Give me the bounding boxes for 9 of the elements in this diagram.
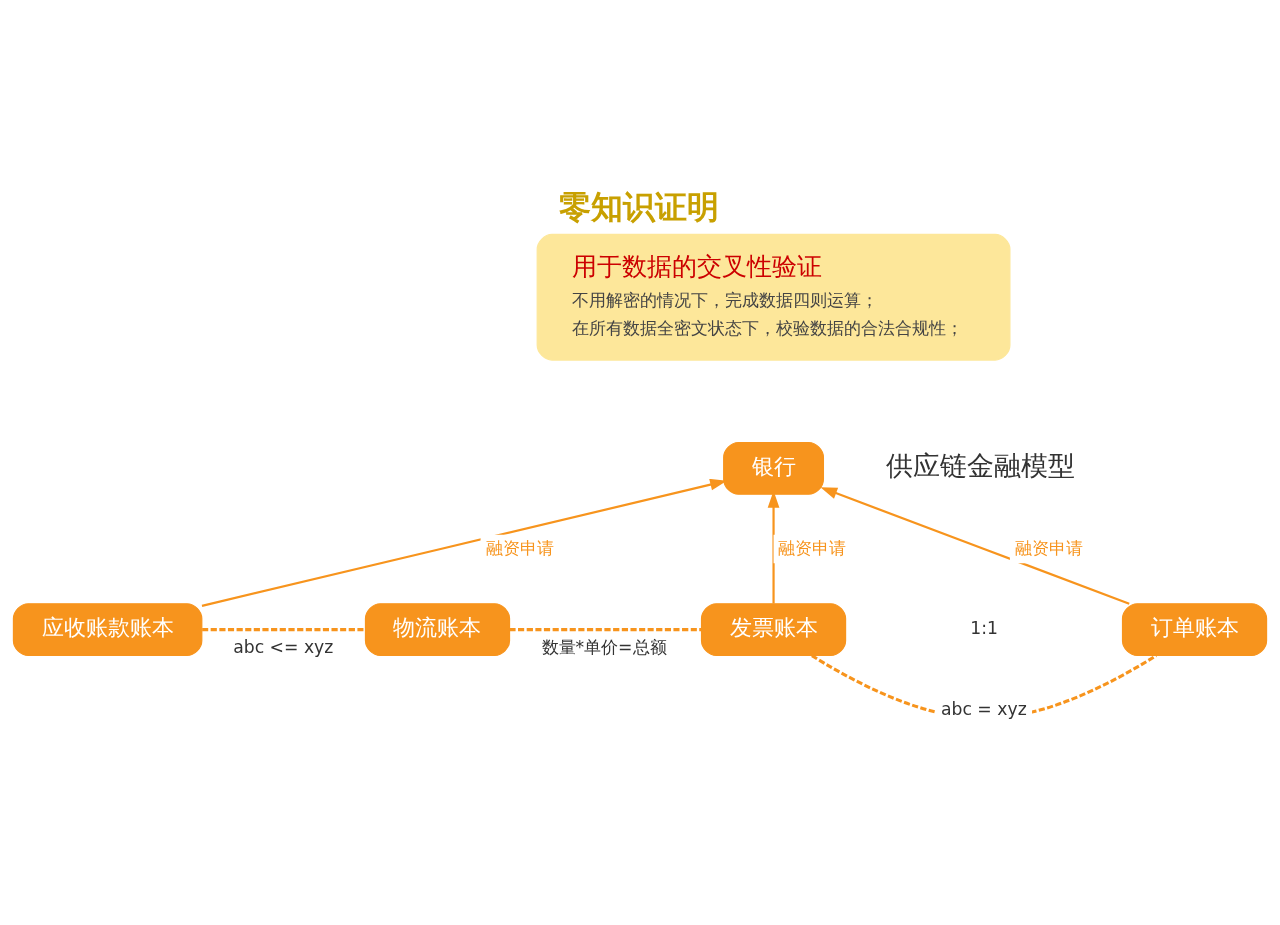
diagram-title: 零知识证明 [558, 188, 719, 227]
edge-label: 融资申请 [1014, 538, 1083, 559]
edge-label: 数量*单价=总额 [541, 636, 667, 657]
edge-label: abc <= xyz [233, 636, 334, 657]
edge-label: 融资申请 [778, 538, 847, 559]
edge-label: abc = xyz [940, 699, 1027, 720]
edge-label: 融资申请 [485, 538, 554, 559]
label: 1:1 [970, 618, 998, 639]
label: 供应链金融模型 [885, 450, 1075, 482]
